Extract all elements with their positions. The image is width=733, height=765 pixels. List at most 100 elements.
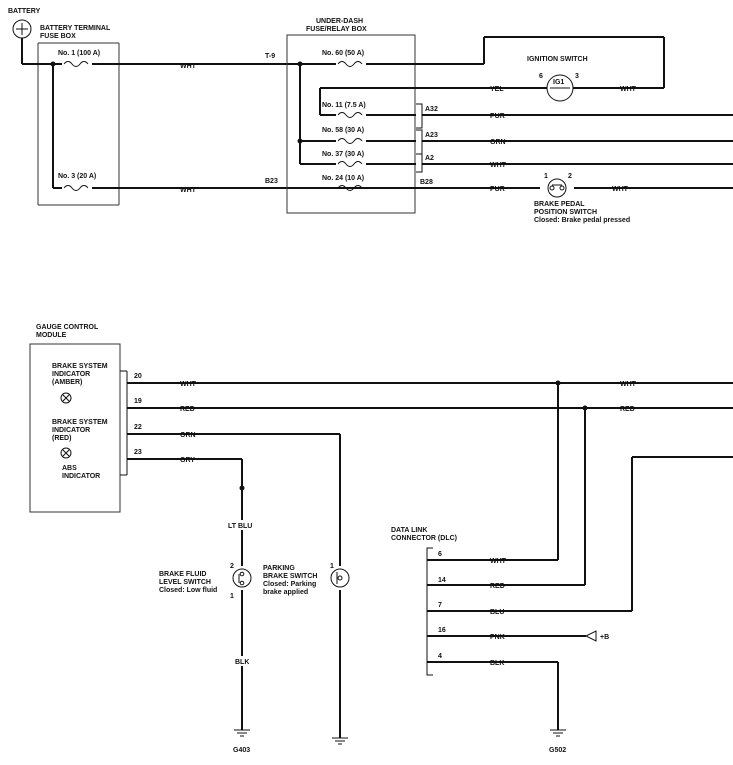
wire-label-pur-1: PUR <box>490 113 505 120</box>
bulb-red-icon <box>60 447 72 459</box>
underdash-label-2: FUSE/RELAY BOX <box>306 26 367 33</box>
brake-fluid-label-2: LEVEL SWITCH <box>159 579 211 586</box>
power-b-label: +B <box>600 634 609 641</box>
fuse-no37-symbol <box>337 161 363 167</box>
connector-a23: A23 <box>425 132 438 139</box>
wire-label-wht-a2: WHT <box>490 162 507 169</box>
fuse-no60-label: No. 60 (50 A) <box>322 50 364 57</box>
dlc-pin-6: 6 <box>438 551 442 558</box>
parking-brake-contact <box>337 575 343 581</box>
battery-box-label-1: BATTERY TERMINAL <box>40 25 111 32</box>
indicator-amber-line3: (AMBER) <box>52 379 82 386</box>
wire-label-gry: GRY <box>180 457 195 464</box>
module-pin-20: 20 <box>134 373 142 380</box>
fuse-no37-gap <box>336 160 366 168</box>
ignition-switch-label: IGNITION SWITCH <box>527 56 588 63</box>
fuse-no1-label: No. 1 (100 A) <box>58 50 100 57</box>
connector-a2: A2 <box>425 155 434 162</box>
ignition-pin-3: 3 <box>575 73 579 80</box>
parking-brake-label-3: Closed: Parking <box>263 581 316 588</box>
parking-brake-label-2: BRAKE SWITCH <box>263 573 317 580</box>
dlc-label-2: CONNECTOR (DLC) <box>391 535 457 542</box>
brake-pedal-pin-1: 1 <box>544 173 548 180</box>
splice-dlc-wht <box>555 380 561 386</box>
connector-bracket-a2 <box>416 153 423 173</box>
module-pin-19: 19 <box>134 398 142 405</box>
ignition-pin-6: 6 <box>539 73 543 80</box>
fuse-no3-symbol <box>63 185 89 191</box>
underdash-fuse-relay-box <box>286 34 416 214</box>
indicator-red-line1: BRAKE SYSTEM <box>52 419 108 426</box>
wire-label-blu: BLU <box>490 609 504 616</box>
wire-label-pnk: PNK <box>490 634 505 641</box>
battery-label: BATTERY <box>8 8 41 15</box>
wire-label-orn: ORN <box>180 432 196 439</box>
brake-pedal-contact-2 <box>559 185 565 191</box>
module-pin-22: 22 <box>134 424 142 431</box>
connector-bracket-a32 <box>416 103 423 129</box>
battery-box-label-2: FUSE BOX <box>40 33 76 40</box>
wire-label-blk-1: BLK <box>235 659 249 666</box>
brake-fluid-pin-1: 1 <box>230 593 234 600</box>
fuse-no24-symbol <box>337 185 363 191</box>
wire-label-wht-1: WHT <box>180 63 197 70</box>
dlc-pin-7: 7 <box>438 602 442 609</box>
ignition-switch-ig1: IG1 <box>553 79 564 86</box>
parking-brake-pin-1: 1 <box>330 563 334 570</box>
brake-fluid-switch-symbol <box>232 568 252 588</box>
parking-brake-label-4: brake applied <box>263 589 308 596</box>
wire-label-lt-blu: LT BLU <box>228 523 252 530</box>
wire-label-blk-dlc: BLK <box>490 660 504 667</box>
fuse-no60-gap <box>336 60 366 68</box>
dlc-pin-16: 16 <box>438 627 446 634</box>
wire-label-wht-2: WHT <box>180 187 197 194</box>
gauge-module-label-2: MODULE <box>36 332 67 339</box>
battery-terminal-fuse-box <box>37 42 120 206</box>
indicator-amber-line2: INDICATOR <box>52 371 90 378</box>
fuse-no58-label: No. 58 (30 A) <box>322 127 364 134</box>
connector-b23: B23 <box>265 178 278 185</box>
fuse-no24-label: No. 24 (10 A) <box>322 175 364 182</box>
fuse-no3-label: No. 3 (20 A) <box>58 173 96 180</box>
parking-brake-label-1: PARKING <box>263 565 295 572</box>
wire-label-red-module: RED <box>180 406 195 413</box>
fuse-no1-symbol <box>63 61 89 67</box>
fuse-no58-gap <box>336 137 366 145</box>
bulb-red-filament <box>62 449 70 457</box>
underdash-label-1: UNDER-DASH <box>316 18 363 25</box>
wire-label-red-right: RED <box>620 406 635 413</box>
brake-fluid-label-1: BRAKE FLUID <box>159 571 206 578</box>
brake-pedal-pin-2: 2 <box>568 173 572 180</box>
wire-label-grn: GRN <box>490 139 506 146</box>
wire-label-wht-module: WHT <box>180 381 197 388</box>
wire-label-pur-2: PUR <box>490 186 505 193</box>
fuse-no11-symbol <box>337 112 363 118</box>
brake-fluid-pin-2: 2 <box>230 563 234 570</box>
brake-fluid-label-3: Closed: Low fluid <box>159 587 217 594</box>
indicator-red-line2: INDICATOR <box>52 427 90 434</box>
lt-blu-label-bg <box>225 520 259 530</box>
brake-pedal-label-1: BRAKE PEDAL <box>534 201 585 208</box>
splice-gry <box>239 485 245 491</box>
brake-pedal-label-3: Closed: Brake pedal pressed <box>534 217 630 224</box>
gauge-module-label-1: GAUGE CONTROL <box>36 324 99 331</box>
dlc-pin-4: 4 <box>438 653 442 660</box>
brake-fluid-contact-bottom <box>239 580 245 586</box>
brake-fluid-contact-top <box>239 571 245 577</box>
module-pin-23: 23 <box>134 449 142 456</box>
wire-label-wht-ign: WHT <box>620 86 637 93</box>
blk-label-bg-1 <box>232 656 254 666</box>
connector-bracket-a23 <box>416 129 423 155</box>
connector-a32: A32 <box>425 106 438 113</box>
fuse-no11-label: No. 11 (7.5 A) <box>322 102 366 109</box>
brake-pedal-switch-symbol <box>547 178 567 198</box>
power-b-arrow-icon <box>584 630 597 642</box>
ground-g502-label: G502 <box>549 747 566 754</box>
dlc-label-1: DATA LINK <box>391 527 427 534</box>
fuse-no37-label: No. 37 (30 A) <box>322 151 364 158</box>
fuse-no1-gap <box>62 60 92 68</box>
fuse-no60-symbol <box>337 61 363 67</box>
connector-b28: B28 <box>420 179 433 186</box>
